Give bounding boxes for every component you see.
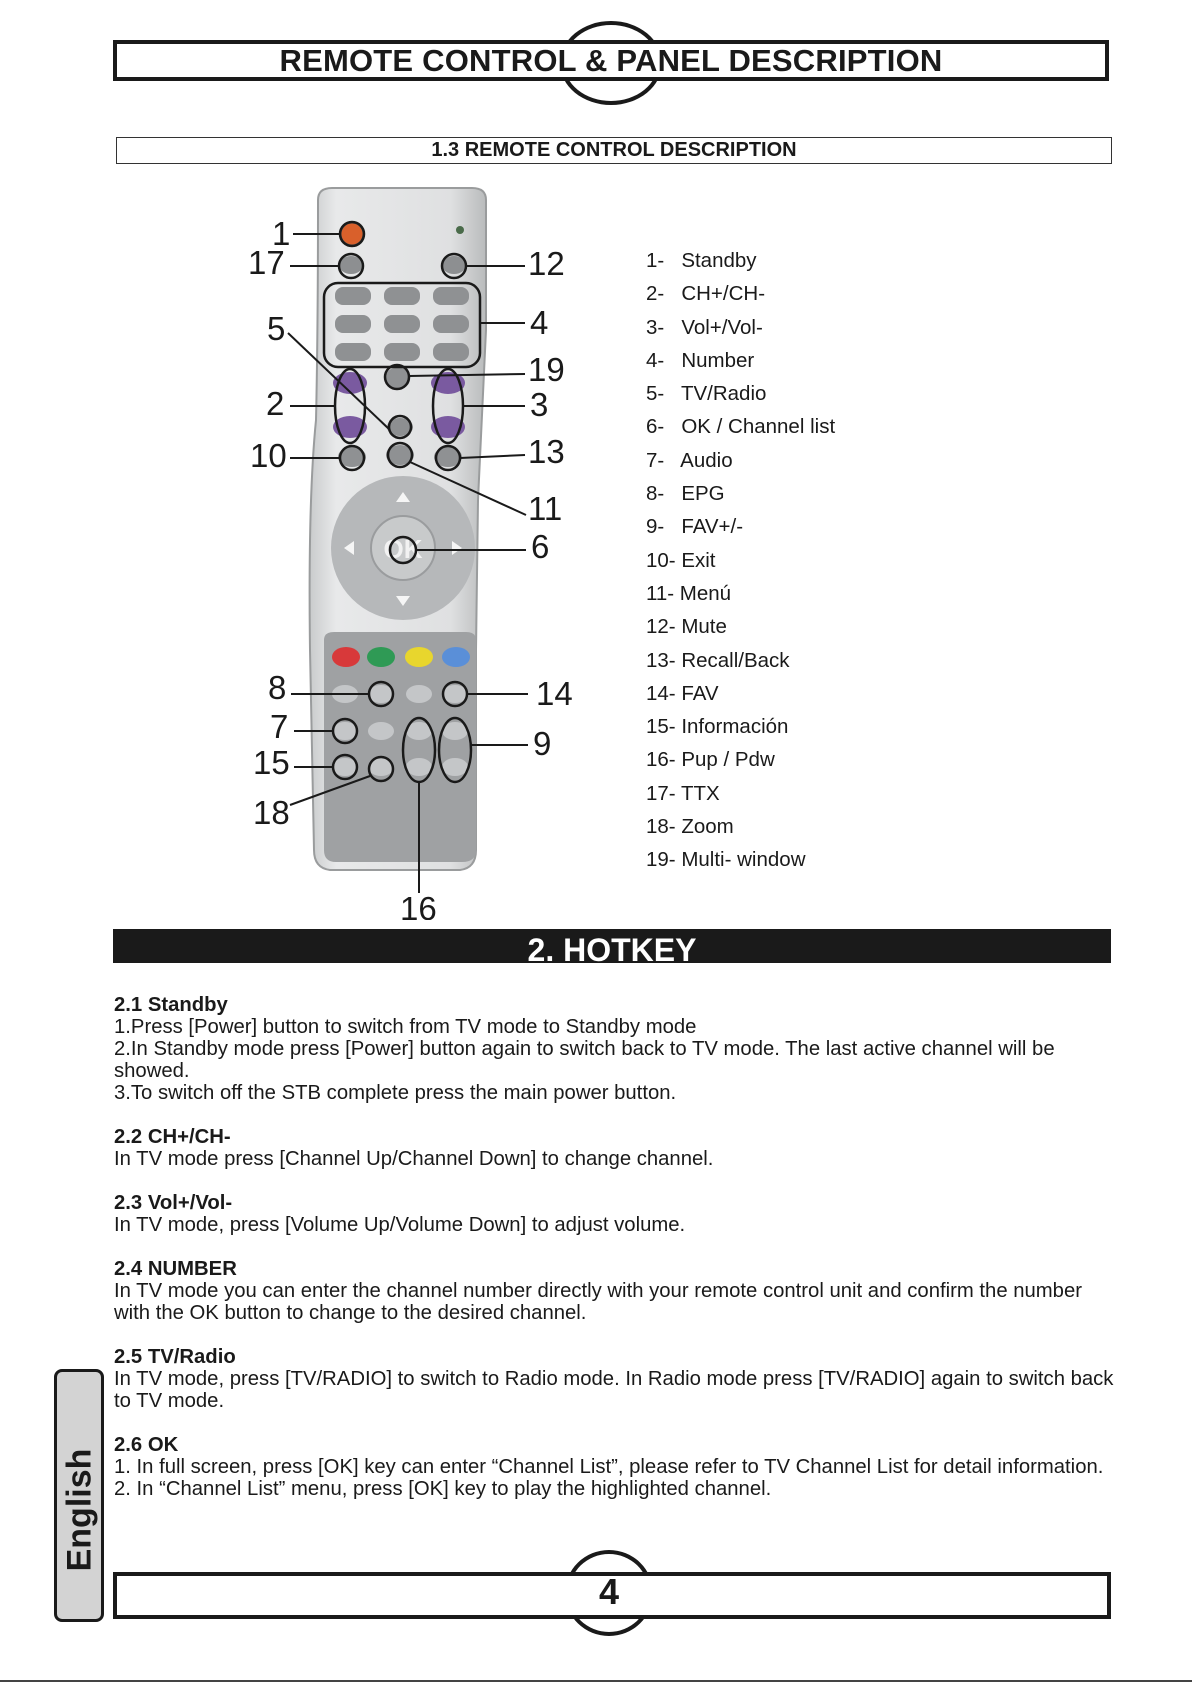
callout-2: 2 [266,385,284,422]
exit-menu-recall-buttons [338,445,462,467]
section-title: 1.3 REMOTE CONTROL DESCRIPTION [116,137,1112,164]
hotkey-section-heading: 2.5 TV/Radio [114,1346,236,1368]
legend-item: 11- Menú [646,581,732,605]
hotkey-section-line: 2. In “Channel List” menu, press [OK] ke… [114,1478,772,1500]
legend-item: 10- Exit [646,548,716,572]
callout-8: 8 [268,669,286,706]
legend-item: 5- TV/Radio [646,382,767,406]
tv-radio-button [387,418,413,436]
callout-10: 10 [250,437,287,474]
callout-9: 9 [533,725,551,762]
legend-item: 12- Mute [646,615,727,639]
legend-item: 9- FAV+/- [646,515,744,539]
callout-1: 1 [272,215,290,252]
mute-button [442,256,466,274]
exit-button [339,256,363,274]
legend-item: 6- OK / Channel list [646,415,836,439]
callout-17: 17 [248,244,285,281]
callout-14: 14 [536,675,573,712]
page-number: 4 [598,1571,620,1612]
callout-3: 3 [530,386,548,423]
legend-item: 8- EPG [646,482,725,506]
callout-18: 18 [253,794,290,831]
hotkey-section-heading: 2.1 Standby [114,994,228,1016]
callout-11: 11 [528,490,562,527]
hotkey-section-heading: 2.4 NUMBER [114,1258,237,1280]
legend-item: 2- CH+/CH- [646,282,766,306]
callout-16: 16 [400,890,437,920]
navigation-pad: OK [331,476,475,620]
callout-19: 19 [528,351,565,388]
hotkey-title: 2. HOTKEY [113,929,1111,963]
hotkey-section: 2.3 Vol+/Vol-In TV mode, press [Volume U… [114,1192,1114,1236]
number-keypad [335,287,469,388]
callout-leader-lines [287,233,528,893]
callout-5: 5 [267,310,285,347]
callout-numbers: 1 17 12 5 4 19 2 3 10 13 11 6 8 14 7 9 1… [248,215,573,920]
hotkey-section-line: In TV mode, press [Volume Up/Volume Down… [114,1214,686,1236]
red-button [332,647,360,667]
callout-6: 6 [531,528,549,565]
callout-15: 15 [253,744,290,781]
callout-4: 4 [530,304,548,341]
hotkey-section-line: 3.To switch off the STB complete press t… [114,1082,677,1104]
callout-7: 7 [270,708,288,745]
callout-13: 13 [528,433,565,470]
hotkey-section-heading: 2.3 Vol+/Vol- [114,1192,233,1214]
led-indicator [456,226,464,234]
legend-item: 14- FAV [646,681,719,705]
callout-12: 12 [528,245,565,282]
hotkey-section-heading: 2.6 OK [114,1434,179,1456]
legend-item: 15- Información [646,715,789,739]
hotkey-section-line: In TV mode press [Channel Up/Channel Dow… [114,1148,714,1170]
language-tab [54,1369,104,1622]
footer-ornament-fill [569,1576,649,1615]
yellow-button [405,647,433,667]
legend-item: 13- Recall/Back [646,648,790,672]
legend-item: 19- Multi- window [646,848,806,872]
button-legend: 1- Standby 2- CH+/CH- 3- Vol+/Vol- 4- Numbe… [646,247,835,880]
remote-lower-panel [324,632,476,862]
page-title: REMOTE CONTROL & PANEL DESCRIPTION [279,43,943,78]
hotkey-section-line: 1.Press [Power] button to switch from TV… [114,1016,697,1038]
green-button [367,647,395,667]
legend-item: 4- Number [646,348,755,372]
blue-button [442,647,470,667]
legend-item: 1- Standby [646,249,757,272]
legend-item: 16- Pup / Pdw [646,748,775,772]
remote-control-illustration: OK [248,187,573,920]
legend-item: 3- Vol+/Vol- [646,315,763,339]
hotkey-section-line: 1. In full screen, press [OK] key can en… [114,1456,1104,1478]
legend-item: 7- Audio [646,448,733,472]
hotkey-section-line: In TV mode you can enter the channel num… [114,1280,1082,1324]
header-ornament-fill [564,44,658,77]
hotkey-section-heading: 2.2 CH+/CH- [114,1126,231,1148]
legend-item: 18- Zoom [646,815,734,839]
language-tab-label: English [60,1448,99,1572]
hotkey-section-line: In TV mode, press [TV/RADIO] to switch t… [114,1368,1114,1412]
page-bottom-rule [0,1680,1192,1682]
legend-item: 17- TTX [646,781,720,805]
hotkey-section-line: 2.In Standby mode press [Power] button a… [114,1038,1055,1082]
hotkey-section: 2.2 CH+/CH-In TV mode press [Channel Up/… [114,1126,1114,1170]
